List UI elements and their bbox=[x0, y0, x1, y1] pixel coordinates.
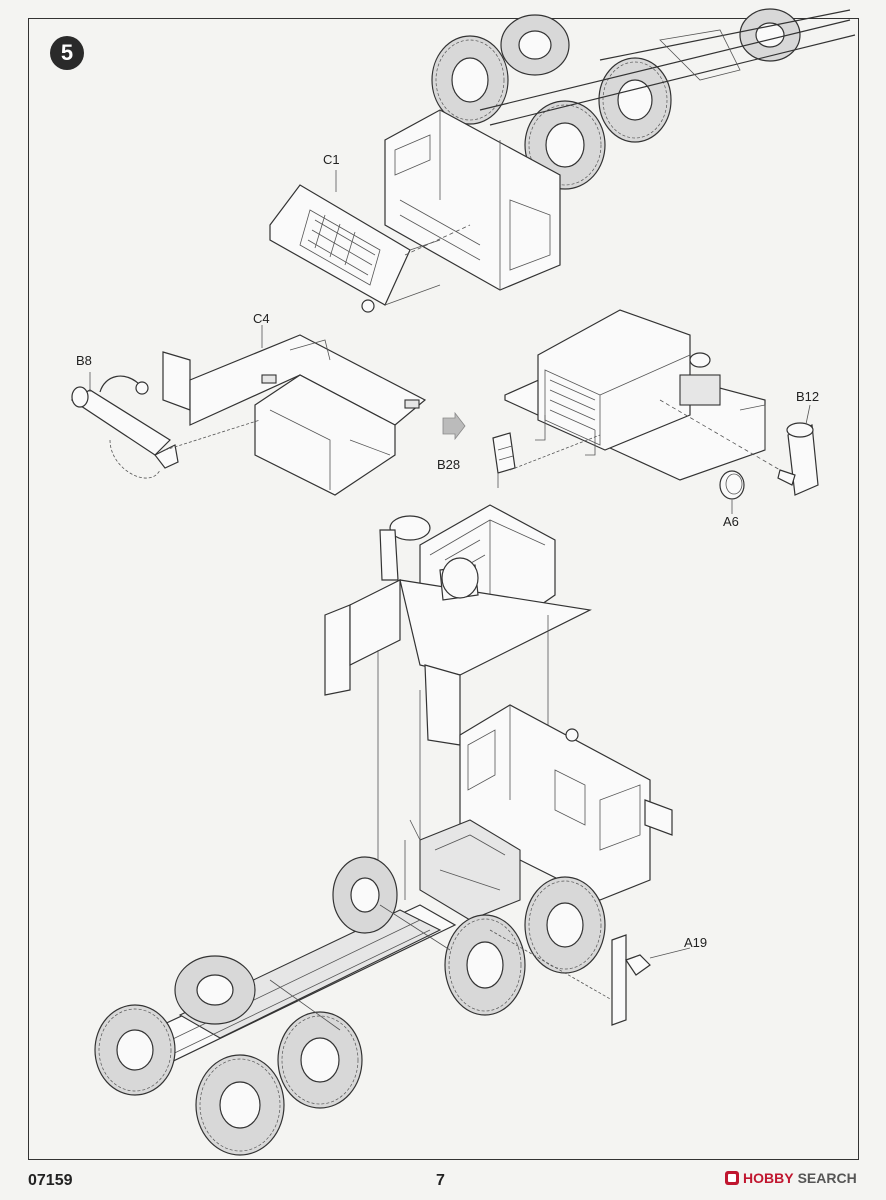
part-b8-exhaust bbox=[70, 372, 261, 479]
brand-suffix: SEARCH bbox=[797, 1170, 857, 1186]
page-frame bbox=[28, 18, 859, 1160]
part-label-c4: C4 bbox=[253, 311, 270, 326]
part-a6-cap bbox=[719, 470, 745, 514]
product-code: 07159 bbox=[28, 1172, 73, 1189]
assembled-engine-unit bbox=[504, 309, 781, 481]
part-c4-bracket bbox=[162, 325, 427, 496]
page-number: 7 bbox=[436, 1172, 445, 1189]
part-label-b28: B28 bbox=[437, 457, 461, 472]
part-b12-air-filter bbox=[777, 404, 819, 496]
arrow-indicator bbox=[442, 411, 466, 441]
part-label-c1: C1 bbox=[323, 152, 340, 167]
brand-prefix: HOBBY bbox=[743, 1170, 794, 1186]
part-label-a6: A6 bbox=[723, 514, 739, 529]
part-c1-grille bbox=[269, 170, 471, 313]
engine-assembly-exploded bbox=[324, 504, 592, 746]
part-label-a19: A19 bbox=[684, 935, 708, 950]
part-a19-step bbox=[489, 929, 691, 1026]
watermark-brand: HOBBY SEARCH bbox=[725, 1170, 857, 1186]
part-b28-bracket bbox=[492, 432, 601, 488]
part-label-b8: B8 bbox=[76, 353, 92, 368]
step-number-badge: 5 bbox=[50, 36, 84, 70]
part-label-b12: B12 bbox=[796, 389, 820, 404]
brand-logo-icon bbox=[725, 1171, 739, 1185]
truck-drawing bbox=[94, 704, 673, 1156]
top-chassis-drawing bbox=[384, 8, 856, 291]
